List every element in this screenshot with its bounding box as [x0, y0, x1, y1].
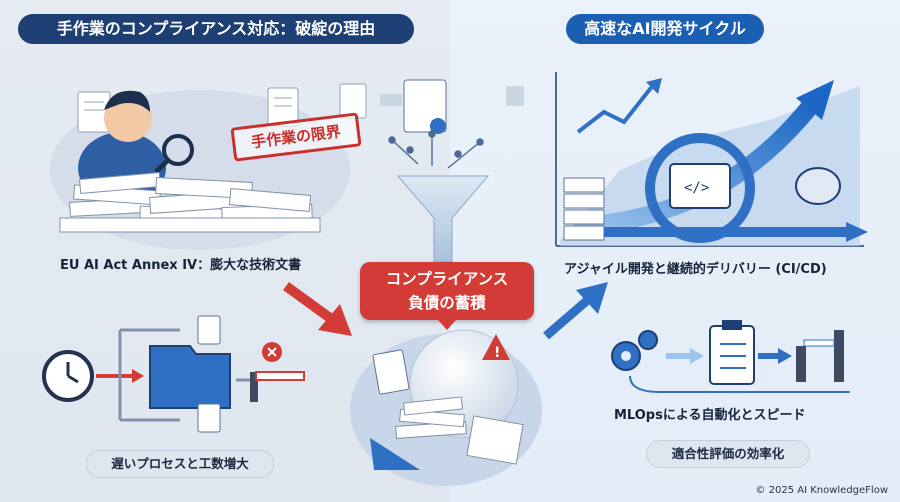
ci-cd-cycle-illustration: </>: [555, 72, 868, 247]
eu-ai-act-label: EU AI Act Annex IV：膨大な技術文書: [60, 258, 302, 273]
agile-cicd-label: アジャイル開発と継続的デリバリー (CI/CD): [564, 262, 827, 277]
debt-line-1: コンプライアンス: [385, 270, 509, 288]
mlops-automation-illustration: [611, 320, 850, 393]
svg-text:!: !: [494, 345, 500, 361]
svg-text:</>: </>: [684, 180, 709, 196]
red-arrow-to-debt: [283, 281, 352, 336]
copyright-notice: © 2025 AI KnowledgeFlow: [755, 485, 888, 496]
blue-arrow-to-agile: [543, 282, 608, 340]
ai-dev-cycle-header: 高速なAI開発サイクル: [566, 14, 764, 44]
debt-line-2: 負債の蓄積: [408, 294, 486, 312]
overwhelmed-worker-illustration: [50, 83, 367, 250]
compliance-funnel-illustration: [380, 79, 524, 263]
compliance-debt-callout: コンプライアンス 負債の蓄積: [360, 262, 534, 330]
manual-compliance-header: 手作業のコンプライアンス対応：破綻の理由: [18, 14, 414, 44]
conformity-assessment-label: 適合性評価の効率化: [646, 440, 810, 468]
slow-process-label: 遅いプロセスと工数増大: [86, 450, 274, 478]
accumulated-debt-illustration: !: [350, 329, 542, 486]
slow-workflow-illustration: [42, 315, 305, 433]
mlops-label: MLOpsによる自動化とスピード: [614, 408, 806, 423]
